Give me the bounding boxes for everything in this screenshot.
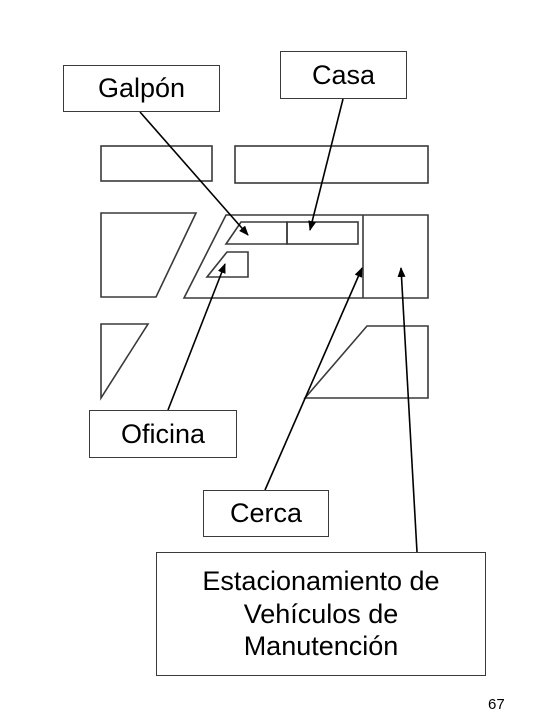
label-oficina: Oficina	[89, 410, 237, 458]
label-casa: Casa	[280, 51, 407, 99]
arrow-cerca	[264, 267, 363, 491]
site-parcel	[182, 214, 429, 299]
label-galpon: Galpón	[63, 65, 220, 112]
label-estacionamiento: Estacionamiento de Vehículos de Manutenc…	[156, 552, 486, 676]
label-cerca: Cerca	[203, 490, 329, 537]
arrow-oficina	[167, 263, 226, 411]
galpon-building	[224, 221, 288, 245]
arrow-galpon	[139, 111, 249, 236]
block-mid-left	[100, 212, 198, 298]
oficina-building	[205, 251, 249, 278]
page-number: 67	[488, 696, 505, 713]
block-bottom-right	[303, 325, 429, 399]
arrow-estacionamiento	[397, 267, 418, 553]
block-bottom-left	[100, 323, 150, 401]
block-top-left	[100, 145, 213, 182]
arrow-casa	[308, 98, 344, 231]
casa-building	[286, 221, 359, 245]
block-top-right	[234, 145, 429, 184]
